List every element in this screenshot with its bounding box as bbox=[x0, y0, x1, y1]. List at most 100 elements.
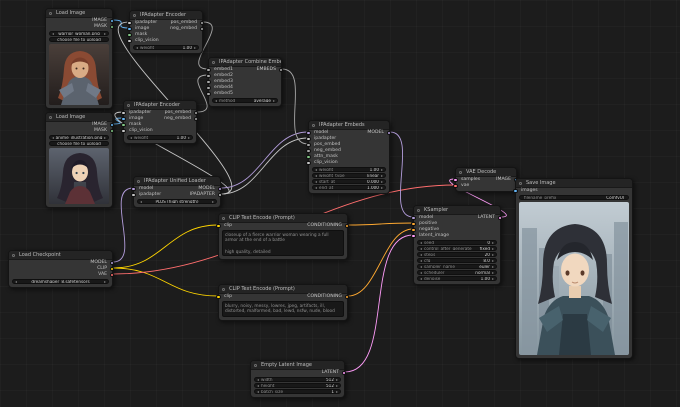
stepper-decrement-icon[interactable] bbox=[257, 384, 259, 387]
combo-next-icon[interactable] bbox=[492, 271, 494, 274]
stepper-decrement-icon[interactable] bbox=[257, 390, 259, 393]
combo-next-icon[interactable] bbox=[492, 247, 494, 250]
stepper-decrement-icon[interactable] bbox=[136, 46, 138, 49]
node-title[interactable]: IPAdapter Combine Embeds bbox=[209, 58, 281, 67]
stepper-increment-icon[interactable] bbox=[492, 259, 494, 262]
output-port-embeds[interactable] bbox=[278, 67, 284, 73]
stepper-decrement-icon[interactable] bbox=[130, 136, 132, 139]
input-port-ipadapter[interactable] bbox=[121, 110, 126, 116]
input-port-images[interactable] bbox=[513, 188, 518, 194]
output-port-mask[interactable] bbox=[109, 128, 115, 134]
input-port-embed4[interactable] bbox=[206, 85, 211, 91]
input-port-model[interactable] bbox=[131, 186, 136, 192]
input-port-mask[interactable] bbox=[121, 122, 126, 128]
output-port-latent[interactable] bbox=[341, 370, 347, 376]
ckpt-name-widget[interactable]: dreamshaper_8.safetensors bbox=[12, 279, 109, 284]
output-port-conditioning[interactable] bbox=[344, 223, 350, 229]
stepper-increment-icon[interactable] bbox=[336, 378, 338, 381]
preset-widget[interactable]: PLUS (high strength) bbox=[137, 199, 217, 204]
output-port-image[interactable] bbox=[109, 18, 115, 24]
input-port-embed5[interactable] bbox=[206, 91, 211, 97]
collapse-icon[interactable] bbox=[519, 181, 523, 186]
input-port-ipadapter[interactable] bbox=[127, 20, 132, 26]
stepper-decrement-icon[interactable] bbox=[315, 186, 317, 189]
node-title[interactable]: CLIP Text Encode (Prompt) bbox=[219, 285, 347, 294]
node-title[interactable]: CLIP Text Encode (Prompt) bbox=[219, 214, 347, 223]
input-port-embed1[interactable] bbox=[206, 67, 211, 73]
input-port-clip-vision[interactable] bbox=[121, 128, 126, 134]
input-port-attn-mask[interactable] bbox=[306, 154, 311, 160]
input-port-embed2[interactable] bbox=[206, 73, 211, 79]
input-port-vae[interactable] bbox=[453, 183, 458, 189]
combo-next-icon[interactable] bbox=[492, 265, 494, 268]
input-port-embed3[interactable] bbox=[206, 79, 211, 85]
combo-next-icon[interactable] bbox=[104, 136, 106, 139]
node-title[interactable]: IPAdapter Encoder bbox=[124, 101, 196, 110]
stepper-increment-icon[interactable] bbox=[381, 180, 383, 183]
input-port-clip-vision[interactable] bbox=[306, 160, 311, 166]
input-port-model[interactable] bbox=[306, 130, 311, 136]
input-port-positive[interactable] bbox=[411, 221, 416, 227]
stepper-decrement-icon[interactable] bbox=[315, 168, 317, 171]
combo-next-icon[interactable] bbox=[273, 99, 275, 102]
negative-prompt-text[interactable]: blurry, noisy, messy, lowres, jpeg, arti… bbox=[222, 301, 344, 317]
node-load-image-1[interactable]: Load Image IMAGE MASK warrior_woman.png … bbox=[45, 8, 115, 109]
stepper-decrement-icon[interactable] bbox=[315, 180, 317, 183]
collapse-icon[interactable] bbox=[212, 60, 216, 65]
node-title[interactable]: Load Image bbox=[46, 9, 112, 18]
input-port-model[interactable] bbox=[411, 215, 416, 221]
node-title[interactable]: KSampler bbox=[414, 206, 500, 215]
output-port-clip[interactable] bbox=[109, 266, 115, 272]
positive-prompt-text[interactable]: closeup of a fierce warrior woman wearin… bbox=[222, 230, 344, 256]
node-title[interactable]: VAE Decode bbox=[456, 168, 516, 177]
output-port-model[interactable] bbox=[109, 260, 115, 266]
input-port-image[interactable] bbox=[127, 26, 132, 32]
input-port-pos-embed[interactable] bbox=[306, 142, 311, 148]
node-title[interactable]: Load Checkpoint bbox=[9, 251, 112, 260]
combo-next-icon[interactable] bbox=[381, 174, 383, 177]
combo-next-icon[interactable] bbox=[104, 32, 106, 35]
combo-prev-icon[interactable] bbox=[420, 247, 422, 250]
output-port-mask[interactable] bbox=[109, 24, 115, 30]
output-port-latent[interactable] bbox=[497, 215, 503, 221]
stepper-decrement-icon[interactable] bbox=[257, 378, 259, 381]
stepper-increment-icon[interactable] bbox=[188, 136, 190, 139]
input-port-clip[interactable] bbox=[216, 294, 221, 300]
combo-prev-icon[interactable] bbox=[215, 99, 217, 102]
input-port-clip-vision[interactable] bbox=[127, 38, 132, 44]
stepper-increment-icon[interactable] bbox=[492, 277, 494, 280]
stepper-increment-icon[interactable] bbox=[336, 384, 338, 387]
collapse-icon[interactable] bbox=[127, 103, 131, 108]
start-at-widget[interactable]: start_at0.000 bbox=[312, 179, 386, 184]
collapse-icon[interactable] bbox=[312, 123, 316, 128]
input-port-neg-embed[interactable] bbox=[306, 148, 311, 154]
collapse-icon[interactable] bbox=[49, 115, 53, 120]
stepper-decrement-icon[interactable] bbox=[420, 253, 422, 256]
input-port-samples[interactable] bbox=[453, 177, 458, 183]
output-port-image[interactable] bbox=[109, 122, 115, 128]
input-port-mask[interactable] bbox=[127, 32, 132, 38]
collapse-icon[interactable] bbox=[133, 13, 137, 18]
input-port-negative[interactable] bbox=[411, 227, 416, 233]
end-at-widget[interactable]: end_at1.000 bbox=[312, 185, 386, 190]
output-port-conditioning[interactable] bbox=[344, 294, 350, 300]
